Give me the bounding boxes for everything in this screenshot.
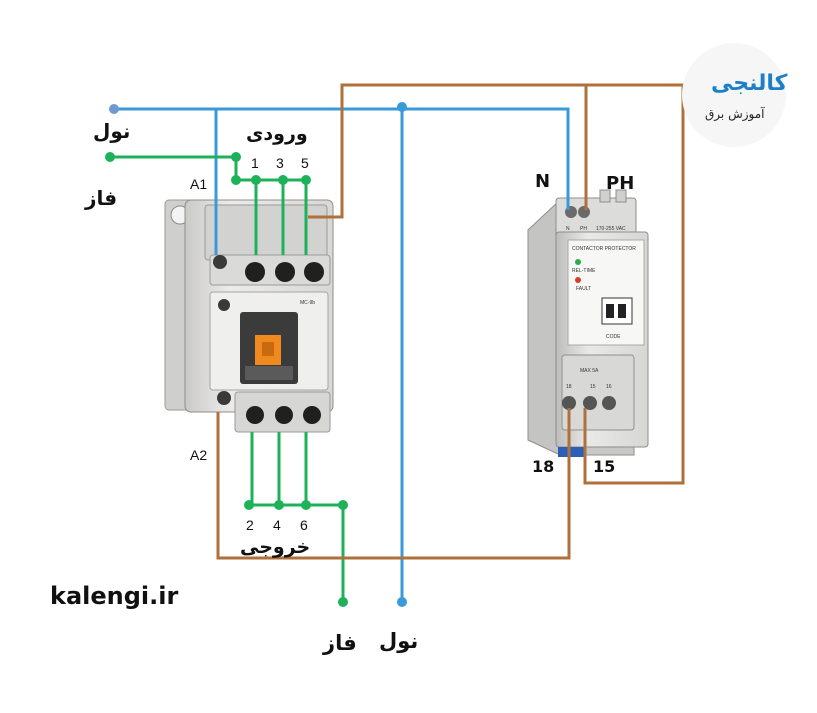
input-terminal-5: 5 <box>301 155 309 171</box>
output-terminal-4: 4 <box>273 517 281 533</box>
relay-terminal-18-small: 18 <box>566 384 572 390</box>
contactor: MC-9b <box>164 199 334 433</box>
protector-rel-time: REL-TIME <box>572 268 596 274</box>
ph-terminal-screw <box>578 206 590 218</box>
phase-dots <box>105 152 348 607</box>
input-screws <box>213 255 324 282</box>
rel-time-led <box>575 259 581 265</box>
protector-fault: FAULT <box>576 286 591 292</box>
phase-label-top: فاز <box>84 186 117 210</box>
fault-led <box>575 277 581 283</box>
phase-label-bottom: فاز <box>322 631 357 655</box>
neutral-wires <box>114 107 570 600</box>
protector-code: CODE <box>606 334 621 340</box>
relay-18-label: 18 <box>532 457 554 476</box>
coil-a2-label: A2 <box>190 447 207 463</box>
contactor-protector: N PH 170-255 VAC CONTACTOR PROTECTOR REL… <box>527 189 649 457</box>
relay-terminal-15-small: 15 <box>590 384 596 390</box>
relay-15-label: 15 <box>593 457 615 476</box>
neutral-label-bottom: نول <box>379 629 418 653</box>
relay-screw-16 <box>602 396 616 410</box>
logo-tagline: آموزش برق <box>705 106 765 122</box>
output-terminal-6: 6 <box>300 517 308 533</box>
coil-a1-label: A1 <box>190 176 207 192</box>
output-terminal-2: 2 <box>246 517 254 533</box>
brand-logo: کالنجی آموزش برق <box>682 43 788 147</box>
output-screws <box>246 406 321 424</box>
relay-terminal-16-small: 16 <box>606 384 612 390</box>
relay-screw-18 <box>562 396 576 410</box>
logo-name: کالنجی <box>711 71 788 96</box>
protector-title: CONTACTOR PROTECTOR <box>572 246 636 252</box>
neutral-output-dot <box>397 597 407 607</box>
protector-max: MAX 5A <box>580 368 599 374</box>
website-label: kalengi.ir <box>50 582 178 610</box>
protector-n-label: N <box>535 171 550 192</box>
protector-n-small: N <box>566 226 570 232</box>
relay-screw-15 <box>583 396 597 410</box>
contactor-model: MC-9b <box>300 300 315 306</box>
protector-ph-small: PH <box>580 226 587 232</box>
input-terminal-3: 3 <box>276 155 284 171</box>
neutral-input-dot <box>109 104 119 114</box>
protector-ph-label: PH <box>606 173 634 194</box>
output-label: خروجی <box>240 536 310 558</box>
input-label: ورودی <box>246 123 308 145</box>
input-terminal-1: 1 <box>251 155 259 171</box>
protector-voltage: 170-255 VAC <box>596 226 626 232</box>
neutral-label-top: نول <box>93 119 130 143</box>
neutral-junction-dot <box>397 102 407 112</box>
